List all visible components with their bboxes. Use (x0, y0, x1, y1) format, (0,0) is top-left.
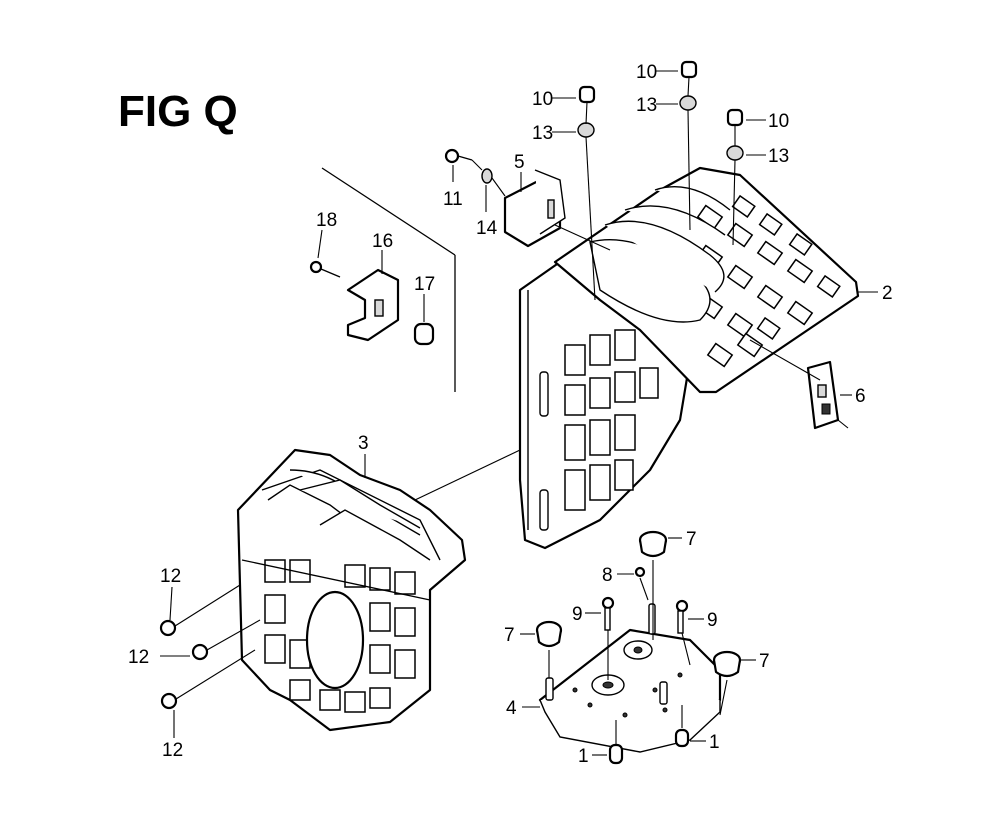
callout-10: 10 (768, 111, 789, 132)
callout-10: 10 (636, 62, 657, 83)
part-2-upper-frame (518, 166, 860, 550)
callout-ticks (160, 70, 878, 756)
callout-3: 3 (358, 433, 369, 454)
part-2-plate-grid (564, 329, 659, 511)
callout-8: 8 (602, 565, 613, 586)
callout-18: 18 (316, 210, 337, 231)
callout-2: 2 (882, 283, 893, 304)
rubber-foot (712, 650, 742, 678)
part-4-base-plate (538, 628, 722, 753)
part-6-bracket (806, 360, 840, 430)
callout-7: 7 (686, 529, 697, 550)
callout-9: 9 (707, 610, 718, 631)
callout-1: 1 (578, 746, 589, 767)
callout-10: 10 (532, 89, 553, 110)
callout-12: 12 (128, 647, 149, 668)
callout-17: 17 (414, 274, 435, 295)
rubber-foot (535, 620, 563, 648)
part-18-screw (309, 260, 341, 278)
part-11-bolt (444, 148, 473, 164)
part-9-bolts (601, 596, 689, 634)
callout-11: 11 (443, 189, 463, 210)
callout-4: 4 (506, 698, 517, 719)
part-3-grid (264, 559, 416, 713)
part-13-washers (577, 95, 744, 161)
part-3-lower-frame (236, 448, 467, 732)
part-5-clip (503, 169, 566, 248)
part-7-rubber-feet (535, 530, 742, 678)
optional-parts-divider (321, 167, 456, 392)
leader-lines (174, 76, 849, 745)
callout-13: 13 (532, 123, 553, 144)
callout-14: 14 (476, 218, 498, 239)
part-17-collar (413, 322, 435, 346)
callout-12: 12 (160, 566, 181, 587)
part-12-nuts (159, 619, 209, 710)
callout-1: 1 (709, 732, 720, 753)
callout-7: 7 (759, 651, 770, 672)
callout-9: 9 (572, 604, 583, 625)
callout-7: 7 (504, 625, 515, 646)
callout-13: 13 (768, 146, 789, 167)
callout-12: 12 (162, 740, 183, 761)
rubber-foot (638, 530, 668, 558)
part-14-washer (481, 168, 493, 184)
part-8-screw (634, 566, 656, 635)
part-16-clamp (346, 268, 400, 342)
callout-labels: 10 13 10 13 10 13 5 11 14 18 16 17 2 6 3… (128, 62, 893, 767)
callout-5: 5 (514, 152, 525, 173)
callout-16: 16 (372, 231, 393, 252)
figure-title: FIG Q (118, 87, 238, 136)
callout-6: 6 (855, 386, 866, 407)
callout-13: 13 (636, 95, 657, 116)
